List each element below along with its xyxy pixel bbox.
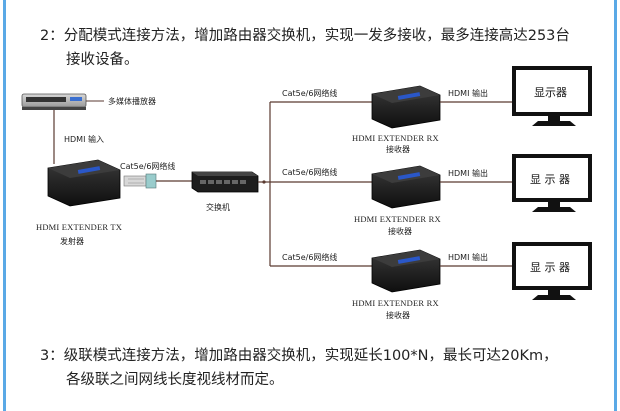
rx3-sub-label: 接收器	[386, 310, 410, 320]
junction-dot	[262, 180, 266, 184]
rx1-hdmi-out-label: HDMI 输出	[448, 88, 488, 98]
hdmi-input-label: HDMI 输入	[64, 134, 104, 144]
rx3-cable-label: Cat5e/6网络线	[282, 252, 337, 262]
paragraph-distribution-mode: 2：分配模式连接方法，增加路由器交换机，实现一发多接收，最多连接高达253台 接…	[40, 24, 570, 72]
rx3-hdmi-out-label: HDMI 输出	[448, 252, 488, 262]
rx2-sub-label: 接收器	[388, 226, 412, 236]
frame-right-border	[614, 0, 617, 411]
tx-name-label: HDMI EXTENDER TX	[36, 222, 122, 232]
tx-cable-label: Cat5e/6网络线	[120, 161, 175, 171]
network-switch-device	[191, 171, 259, 193]
media-player-device	[21, 93, 87, 110]
monitor-device	[512, 66, 592, 126]
rx1-name-label: HDMI EXTENDER RX	[352, 133, 439, 143]
extender-rx-device	[371, 85, 441, 129]
rx2-cable-label: Cat5e/6网络线	[282, 167, 337, 177]
monitor1-label: 显示器	[534, 86, 567, 99]
paragraph-line: 各级联之间网线长度视线材而定。	[66, 372, 284, 388]
tx-sub-label: 发射器	[60, 236, 84, 246]
monitor-device	[512, 154, 592, 212]
rx1-sub-label: 接收器	[386, 144, 410, 154]
extender-rx-device	[371, 249, 441, 293]
monitor-device	[512, 242, 592, 300]
paragraph-line: 接收设备。	[66, 52, 139, 68]
rx2-hdmi-out-label: HDMI 输出	[448, 168, 488, 178]
rx3-name-label: HDMI EXTENDER RX	[352, 298, 439, 308]
switch-label: 交换机	[206, 202, 230, 212]
extender-tx-device	[47, 159, 121, 207]
monitor2-label: 显 示 器	[530, 173, 570, 186]
paragraph-line: 2：分配模式连接方法，增加路由器交换机，实现一发多接收，最多连接高达253台	[40, 28, 570, 44]
rj45-connector	[123, 173, 157, 189]
paragraph-cascade-mode: 3：级联模式连接方法，增加路由器交换机，实现延长100*N，最长可达20Km， …	[40, 344, 558, 392]
monitor3-label: 显 示 器	[530, 261, 570, 274]
media-player-label: 多媒体播放器	[108, 96, 156, 106]
paragraph-line: 3：级联模式连接方法，增加路由器交换机，实现延长100*N，最长可达20Km，	[40, 348, 558, 364]
frame-left-border	[3, 0, 6, 411]
rx2-name-label: HDMI EXTENDER RX	[354, 214, 441, 224]
extender-rx-device	[371, 165, 441, 209]
rx1-cable-label: Cat5e/6网络线	[282, 88, 337, 98]
